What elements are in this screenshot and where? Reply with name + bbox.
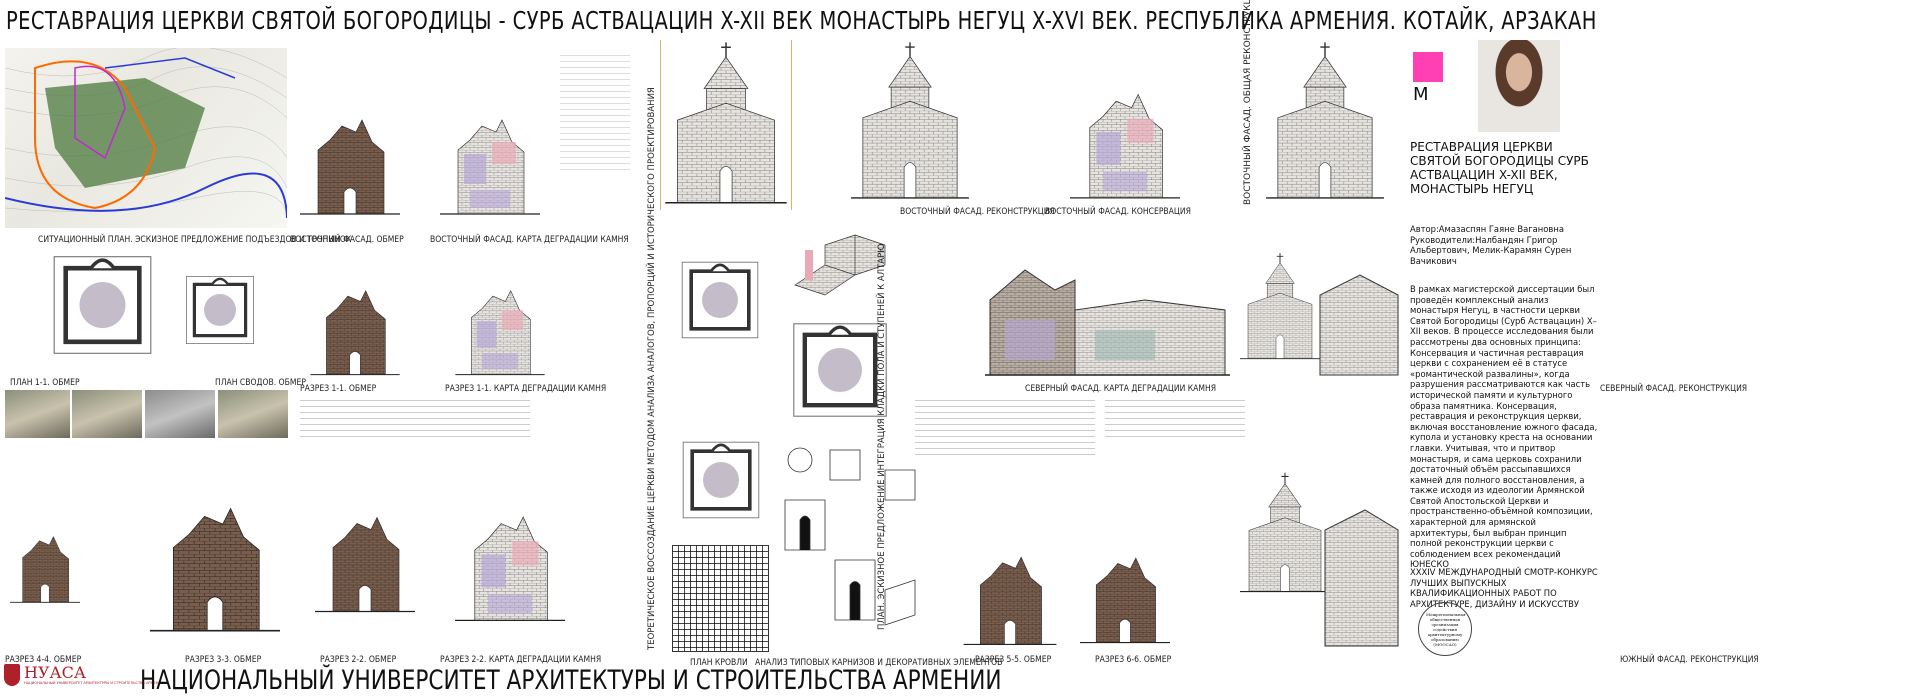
university-name: НАЦИОНАЛЬНЫЙ УНИВЕРСИТЕТ АРХИТЕКТУРЫ И С… xyxy=(140,665,1002,696)
legend-notes xyxy=(560,50,630,170)
caption-theoretical: ТЕОРЕТИЧЕСКОЕ ВОССОЗДАНИЕ ЦЕРКВИ МЕТОДОМ… xyxy=(647,87,657,650)
caption-east-general: ВОСТОЧНЫЙ ФАСАД. ОБЩАЯ РЕКОНСТРУКЦИЯ xyxy=(1243,0,1253,205)
nuaca-logo: НУАСА НАЦИОНАЛЬНЫЙ УНИВЕРСИТЕТ АРХИТЕКТУ… xyxy=(4,664,164,686)
authors-block: Автор:Амазаспян Гаяне Вагановна Руководи… xyxy=(1410,224,1600,266)
supervisors: Руководители:Налбандян Григор Альбертови… xyxy=(1410,234,1572,266)
roof-plan-dome xyxy=(676,430,766,530)
caption-vault-plan: ПЛАН СВОДОВ. ОБМЕР xyxy=(215,378,306,388)
site-photo-4 xyxy=(218,390,288,438)
cornice-details xyxy=(775,440,920,645)
contest-name: XXXIV МЕЖДУНАРОДНЫЙ СМОТР-КОНКУРС ЛУЧШИХ… xyxy=(1410,567,1598,609)
caption-north-recon: СЕВЕРНЫЙ ФАСАД. РЕКОНСТРУКЦИЯ xyxy=(1600,384,1748,394)
section-1-survey xyxy=(290,255,420,380)
project-title: РЕСТАВРАЦИЯ ЦЕРКВИ СВЯТОЙ БОГОРОДИЦЫ СУР… xyxy=(1410,140,1589,196)
caption-east-degradation: ВОСТОЧНЫЙ ФАСАД. КАРТА ДЕГРАДАЦИИ КАМНЯ xyxy=(430,235,629,245)
caption-east-conservation: ВОСТОЧНЫЙ ФАСАД. КОНСЕРВАЦИЯ xyxy=(1045,207,1191,217)
caption-section-5: РАЗРЕЗ 5-5. ОБМЕР xyxy=(975,655,1052,665)
section-5-survey xyxy=(960,520,1060,650)
site-photo-1 xyxy=(5,390,70,438)
section-2-degradation xyxy=(455,455,565,645)
pink-square-icon xyxy=(1413,52,1443,82)
east-facade-general-reconstruction xyxy=(1260,40,1390,205)
east-facade-survey xyxy=(300,70,400,230)
logo-letter: М xyxy=(1413,84,1429,105)
section-2-survey xyxy=(315,450,415,645)
site-photo-3 xyxy=(145,390,215,438)
section-3-survey xyxy=(150,450,280,645)
poster-title: РЕСТАВРАЦИЯ ЦЕРКВИ СВЯТОЙ БОГОРОДИЦЫ - С… xyxy=(6,6,1597,35)
east-facade-degradation xyxy=(440,70,540,230)
east-facade-conservation xyxy=(1070,50,1180,205)
east-facade-reconstruction xyxy=(840,40,980,205)
measures-notes xyxy=(1105,395,1245,440)
mooscao-seal: Межрегиональная общественная организация… xyxy=(1418,602,1472,656)
north-facade-reconstruction xyxy=(1240,235,1400,380)
roof-plan xyxy=(672,545,769,652)
theoretical-plan xyxy=(675,235,765,365)
site-plan-map xyxy=(5,48,287,228)
caption-site-plan: СИТУАЦИОННЫЙ ПЛАН. ЭСКИЗНОЕ ПРЕДЛОЖЕНИЕ … xyxy=(38,235,352,245)
caption-north-degr: СЕВЕРНЫЙ ФАСАД. КАРТА ДЕГРАДАЦИИ КАМНЯ xyxy=(1025,384,1217,394)
caption-plan-1: ПЛАН 1-1. ОБМЕР xyxy=(10,378,80,388)
section-6-survey xyxy=(1080,520,1170,650)
south-facade-reconstruction xyxy=(1240,420,1400,650)
caption-section-3: РАЗРЕЗ 3-3. ОБМЕР xyxy=(185,655,262,665)
caption-section-1-degr: РАЗРЕЗ 1-1. КАРТА ДЕГРАДАЦИИ КАМНЯ xyxy=(445,384,607,394)
section-4-survey xyxy=(10,470,80,645)
caption-east-survey: ВОСТОЧНЫЙ ФАСАД. ОБМЕР xyxy=(290,235,404,245)
site-photo-2 xyxy=(72,390,142,438)
nuaca-emblem-icon xyxy=(4,664,20,686)
vault-plan-survey xyxy=(180,255,260,365)
caption-section-4: РАЗРЕЗ 4-4. ОБМЕР xyxy=(5,655,82,665)
contest-logo: М xyxy=(1413,52,1449,105)
isometric-steps xyxy=(785,225,905,305)
north-facade-degradation xyxy=(985,240,1230,380)
author: Автор:Амазаспян Гаяне Вагановна xyxy=(1410,224,1564,234)
caption-south-recon: ЮЖНЫЙ ФАСАД. РЕКОНСТРУКЦИЯ xyxy=(1620,655,1759,665)
section-1-degradation xyxy=(440,255,560,380)
caption-section-2: РАЗРЕЗ 2-2. ОБМЕР xyxy=(320,655,397,665)
abstract-text: В рамках магистерской диссертации был пр… xyxy=(1410,284,1598,570)
caption-section-6: РАЗРЕЗ 6-6. ОБМЕР xyxy=(1095,655,1172,665)
nuaca-subtitle: НАЦИОНАЛЬНЫЙ УНИВЕРСИТЕТ АРХИТЕКТУРЫ И С… xyxy=(24,681,164,685)
caption-cornices: АНАЛИЗ ТИПОВЫХ КАРНИЗОВ И ДЕКОРАТИВНЫХ Э… xyxy=(755,658,1003,668)
nuaca-abbr: НУАСА xyxy=(24,663,86,682)
research-notes xyxy=(300,395,530,440)
plan-1-survey xyxy=(45,245,160,365)
conservation-notes xyxy=(915,395,1095,460)
caption-east-reconstruction: ВОСТОЧНЫЙ ФАСАД. РЕКОНСТРУКЦИЯ xyxy=(900,207,1055,217)
author-portrait xyxy=(1478,40,1560,132)
caption-roof-plan: ПЛАН КРОВЛИ xyxy=(690,658,748,668)
caption-section-2-degr: РАЗРЕЗ 2-2. КАРТА ДЕГРАДАЦИИ КАМНЯ xyxy=(440,655,602,665)
seal-text: Межрегиональная общественная организация… xyxy=(1426,611,1466,647)
caption-section-1: РАЗРЕЗ 1-1. ОБМЕР xyxy=(300,384,377,394)
east-facade-theoretical xyxy=(660,40,792,210)
